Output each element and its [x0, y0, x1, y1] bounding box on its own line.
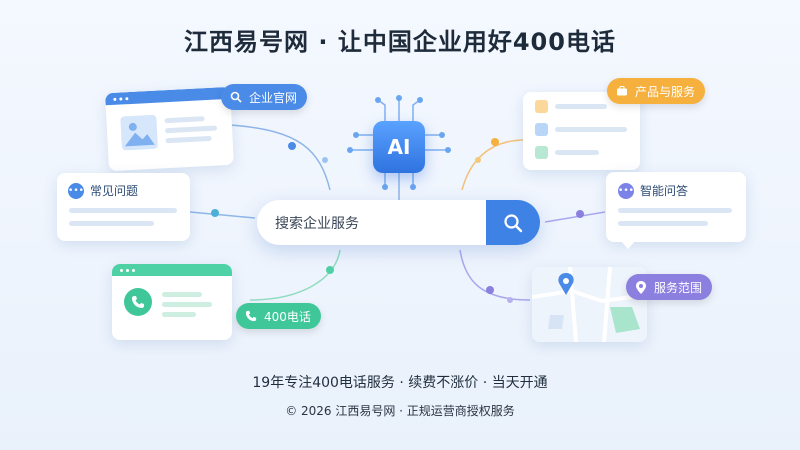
coverage-tag[interactable]: 服务范围 [626, 274, 713, 300]
service-swatch-icon [535, 123, 548, 136]
products-card[interactable] [523, 92, 640, 170]
products-tag-label: 产品与服务 [635, 84, 696, 99]
chat-icon: ••• [68, 182, 84, 199]
search-bar[interactable]: 搜索企业服务 [257, 200, 540, 245]
faq-card[interactable]: ••• 常见问题 [57, 173, 190, 241]
footer-tagline: 19年专注400电话服务 · 续费不涨价 · 当天开通 [252, 375, 548, 391]
phone-tag[interactable]: 400电话 [236, 303, 321, 329]
coverage-tag-label: 服务范围 [654, 280, 703, 295]
briefcase-icon [615, 84, 629, 98]
footer-copyright: © 2026 江西易号网 · 正规运营商授权服务 [285, 404, 515, 418]
product-swatch-icon [535, 100, 548, 113]
faq-label: 常见问题 [90, 184, 139, 198]
location-pin-icon [634, 280, 648, 294]
smart-qa-label: 智能问答 [640, 184, 689, 198]
phone-tag-label: 400电话 [264, 309, 311, 324]
search-icon [229, 90, 243, 104]
products-tag[interactable]: 产品与服务 [607, 78, 706, 104]
phone-small-icon [244, 309, 258, 323]
card-header [112, 264, 232, 276]
phone-card[interactable] [112, 264, 232, 340]
search-icon [504, 213, 523, 232]
image-icon [120, 114, 159, 151]
support-swatch-icon [535, 146, 548, 159]
page-title: 江西易号网 · 让中国企业用好400电话 [184, 28, 616, 56]
website-tag[interactable]: 企业官网 [221, 84, 308, 110]
smart-qa-card[interactable]: ••• 智能问答 [606, 172, 746, 249]
phone-icon [124, 288, 152, 316]
ai-chip-icon: AI [373, 121, 425, 173]
chat-icon: ••• [618, 182, 634, 199]
search-input[interactable]: 搜索企业服务 [275, 215, 359, 232]
website-card[interactable] [105, 86, 234, 172]
ai-label: AI [387, 135, 411, 159]
coverage-card[interactable] [532, 267, 647, 342]
search-button[interactable] [486, 200, 540, 245]
website-tag-label: 企业官网 [249, 90, 298, 105]
speech-tail [620, 240, 636, 249]
